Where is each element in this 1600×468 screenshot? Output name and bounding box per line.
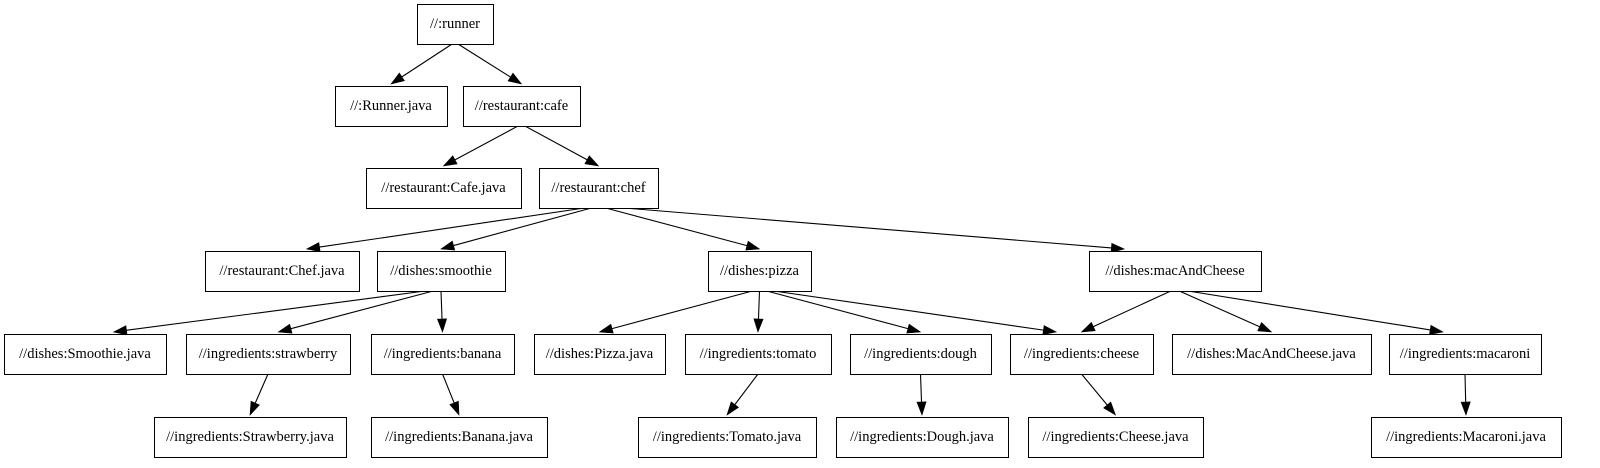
graph-edge bbox=[305, 207, 585, 253]
graph-node-label: //ingredients:Dough.java bbox=[850, 429, 994, 445]
graph-node[interactable]: //dishes:MacAndCheese.java bbox=[1172, 334, 1372, 375]
graph-node-label: //ingredients:Strawberry.java bbox=[166, 429, 334, 445]
graph-node-label: //ingredients:banana bbox=[384, 346, 502, 362]
graph-node[interactable]: //ingredients:macaroni bbox=[1389, 334, 1542, 375]
graph-edge bbox=[1081, 373, 1117, 416]
graph-edge bbox=[441, 373, 460, 416]
graph-node-label: //restaurant:cafe bbox=[475, 98, 568, 114]
graph-edge bbox=[277, 290, 434, 334]
graph-node[interactable]: //dishes:Smoothie.java bbox=[4, 334, 167, 375]
graph-node-label: //ingredients:tomato bbox=[700, 346, 817, 362]
graph-node[interactable]: //restaurant:cafe bbox=[463, 86, 581, 127]
graph-node[interactable]: //ingredients:strawberry bbox=[186, 334, 351, 375]
graph-node[interactable]: //ingredients:Macaroni.java bbox=[1371, 417, 1562, 458]
graph-edge bbox=[605, 207, 761, 251]
graph-edge bbox=[1187, 290, 1444, 335]
graph-edge bbox=[442, 125, 519, 167]
graph-node-label: //dishes:MacAndCheese.java bbox=[1187, 346, 1356, 362]
node-layer: //:runner //:Runner.java //restaurant:cafe… bbox=[4, 4, 1562, 458]
graph-node-label: //:Runner.java bbox=[350, 98, 432, 114]
graph-node-label: //ingredients:Macaroni.java bbox=[1386, 429, 1546, 445]
graph-edge bbox=[624, 207, 1126, 253]
graph-node[interactable]: //ingredients:Strawberry.java bbox=[154, 417, 347, 458]
graph-node-label: //ingredients:Banana.java bbox=[385, 429, 533, 445]
graph-edge bbox=[112, 290, 426, 336]
graph-node-label: //:runner bbox=[430, 16, 480, 32]
graph-node-label: //ingredients:dough bbox=[864, 346, 978, 362]
graph-node-label: //dishes:smoothie bbox=[390, 263, 492, 279]
graph-node[interactable]: //:Runner.java bbox=[335, 86, 448, 127]
graph-node-label: //ingredients:cheese bbox=[1024, 346, 1139, 362]
graph-edge bbox=[1179, 290, 1273, 333]
graph-node[interactable]: //restaurant:Cafe.java bbox=[366, 168, 522, 209]
graph-edge bbox=[598, 290, 753, 334]
graph-edge bbox=[1460, 373, 1471, 416]
graph-node-label: //restaurant:Chef.java bbox=[219, 263, 345, 279]
graph-edge bbox=[436, 290, 448, 333]
graph-edge bbox=[773, 290, 1058, 336]
graph-node-label: //ingredients:strawberry bbox=[199, 346, 338, 362]
graph-node-label: //dishes:Smoothie.java bbox=[19, 346, 151, 362]
graph-edge bbox=[440, 207, 592, 251]
graph-edge bbox=[1080, 290, 1172, 333]
graph-node-label: //ingredients:Cheese.java bbox=[1042, 429, 1189, 445]
graph-node[interactable]: //dishes:Pizza.java bbox=[534, 334, 666, 375]
graph-node[interactable]: //ingredients:Cheese.java bbox=[1028, 417, 1204, 458]
graph-node[interactable]: //ingredients:dough bbox=[850, 334, 992, 375]
graph-node-label: //ingredients:macaroni bbox=[1400, 346, 1530, 362]
edge-layer bbox=[112, 43, 1471, 416]
graph-edge bbox=[916, 373, 927, 416]
graph-node[interactable]: //ingredients:tomato bbox=[685, 334, 832, 375]
graph-edge bbox=[249, 373, 269, 416]
graph-node[interactable]: //restaurant:Chef.java bbox=[205, 251, 360, 292]
graph-node[interactable]: //restaurant:chef bbox=[539, 168, 659, 209]
graph-node[interactable]: //ingredients:banana bbox=[371, 334, 515, 375]
graph-edge bbox=[457, 43, 523, 85]
graph-node-label: //restaurant:Cafe.java bbox=[381, 180, 506, 196]
graph-node[interactable]: //dishes:macAndCheese bbox=[1089, 251, 1262, 292]
graph-node-label: //dishes:macAndCheese bbox=[1105, 263, 1244, 279]
graph-node-label: //restaurant:chef bbox=[551, 180, 645, 196]
graph-node[interactable]: //dishes:smoothie bbox=[377, 251, 506, 292]
graph-node[interactable]: //:runner bbox=[417, 4, 494, 45]
graph-node[interactable]: //ingredients:cheese bbox=[1010, 334, 1154, 375]
graph-node-label: //dishes:pizza bbox=[720, 263, 799, 279]
graph-node[interactable]: //ingredients:Dough.java bbox=[836, 417, 1009, 458]
graph-edge bbox=[753, 290, 764, 333]
graph-edge bbox=[766, 290, 922, 334]
graph-node-label: //dishes:Pizza.java bbox=[546, 346, 654, 362]
graph-edge bbox=[726, 373, 759, 416]
graph-node[interactable]: //dishes:pizza bbox=[708, 251, 812, 292]
graph-node[interactable]: //ingredients:Banana.java bbox=[371, 417, 548, 458]
graph-edge bbox=[524, 125, 600, 167]
graph-node-label: //ingredients:Tomato.java bbox=[653, 429, 802, 445]
graph-edge bbox=[390, 43, 453, 85]
graph-node[interactable]: //ingredients:Tomato.java bbox=[638, 417, 817, 458]
